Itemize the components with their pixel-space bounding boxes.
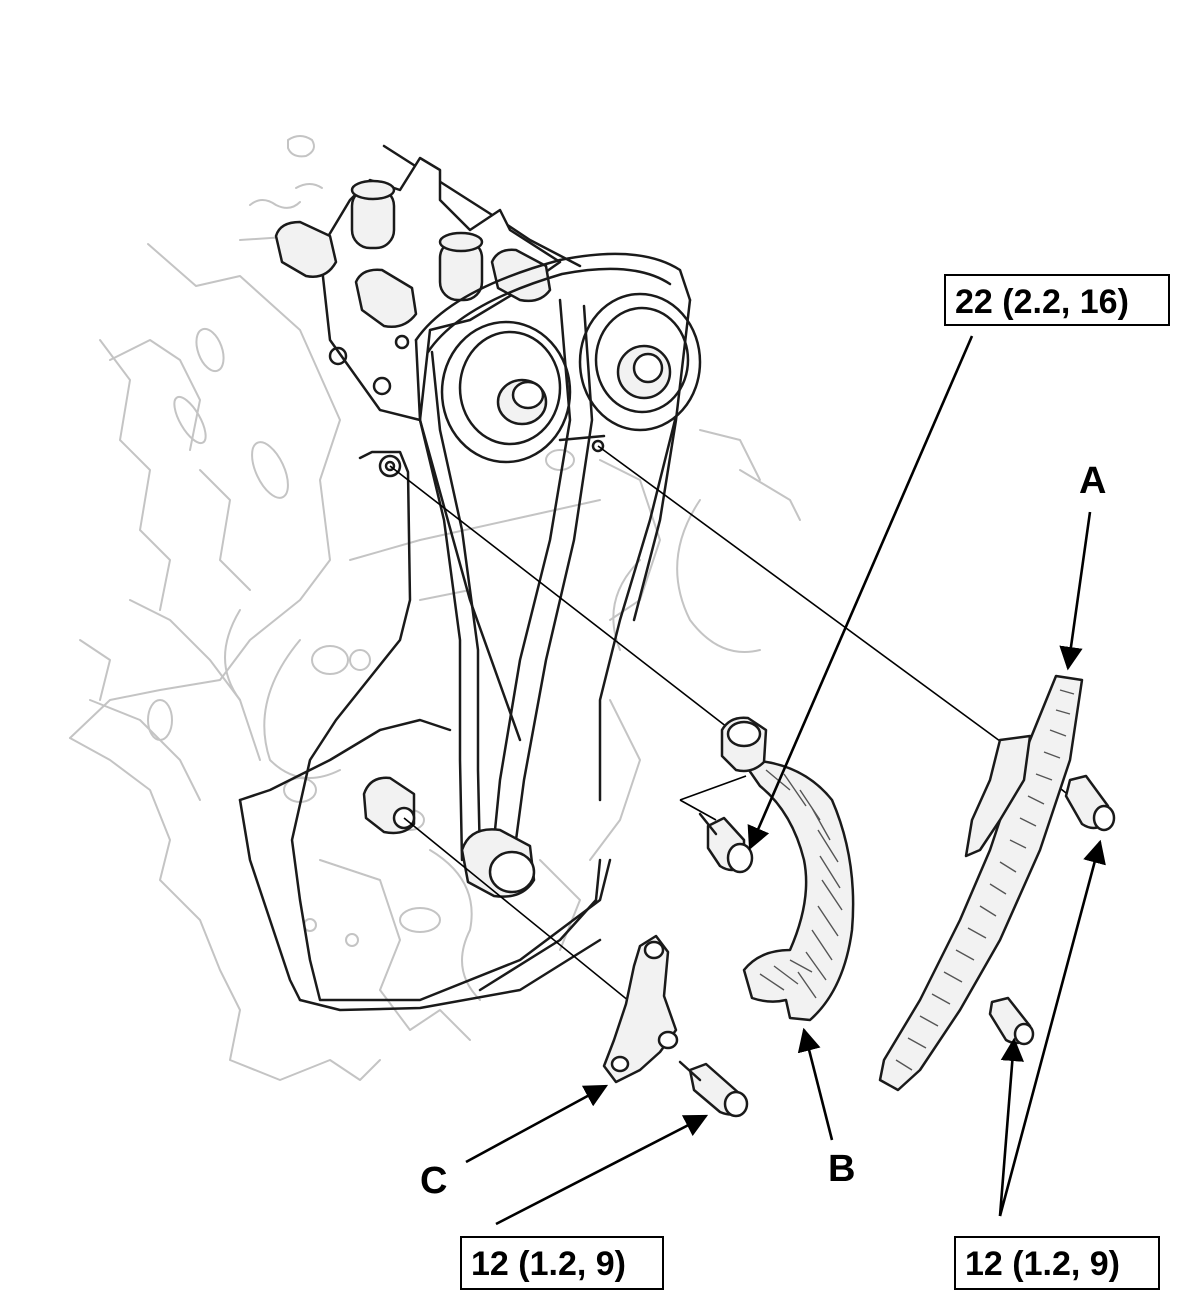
- oil-pan: [238, 718, 602, 1002]
- intake-cam-sprocket: [440, 320, 572, 464]
- timing-chain: [414, 252, 692, 862]
- camshaft-journals: [274, 179, 552, 328]
- label-a: A: [1079, 460, 1107, 502]
- chain-guide-a: [878, 674, 1116, 1092]
- torque-spec-bottom-right: 12 (1.2, 9): [954, 1236, 1160, 1290]
- label-b: B: [828, 1148, 856, 1190]
- torque-spec-top-right: 22 (2.2, 16): [944, 274, 1170, 326]
- cylinder-head: [274, 144, 582, 422]
- torque-spec-bottom-left: 12 (1.2, 9): [460, 1236, 664, 1290]
- crankshaft-sprocket: [362, 776, 536, 898]
- leader-lines: [465, 335, 1106, 1226]
- exhaust-cam-sprocket: [578, 292, 702, 432]
- chain-tensioner-arm-b: [698, 716, 855, 1022]
- timing-chain-case: [290, 398, 682, 1012]
- tensioner-bracket-c: [602, 934, 749, 1118]
- label-c: C: [420, 1160, 448, 1202]
